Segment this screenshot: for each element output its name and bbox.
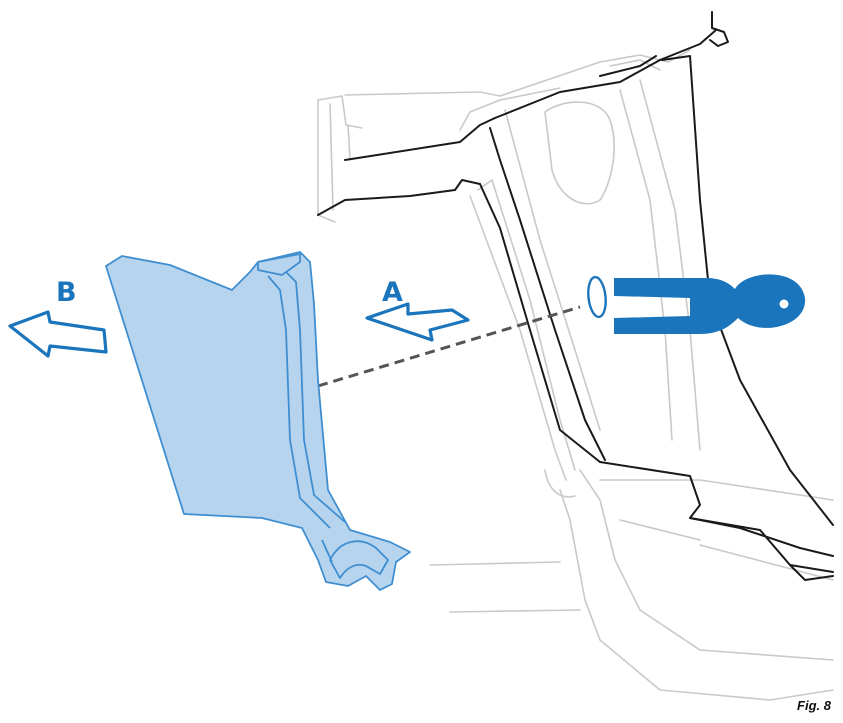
figure-caption: Fig. 8 (797, 698, 831, 713)
clip-alignment-line (317, 305, 581, 388)
callout-a-label: A (382, 277, 403, 308)
trim-removal-tool-icon (587, 274, 806, 334)
vehicle-body-light-outline (317, 49, 834, 701)
retaining-clip (587, 275, 607, 319)
arrow-pull-out-icon (365, 302, 470, 342)
arrow-remove-icon (8, 310, 108, 358)
pillar-trim-panel (105, 251, 411, 591)
callout-b-label: B (56, 277, 77, 308)
vehicle-body-dark-outline (317, 11, 834, 581)
